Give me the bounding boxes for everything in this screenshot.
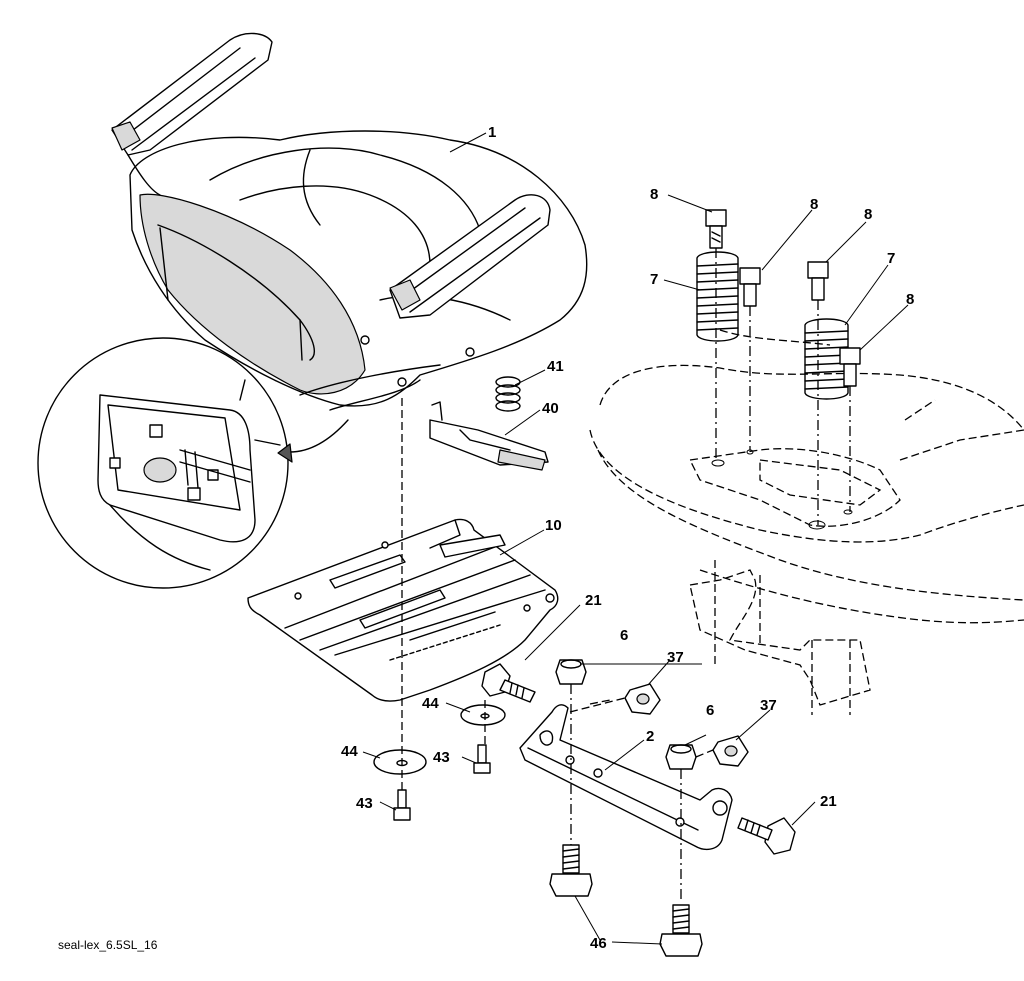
detail-inset [37,337,349,589]
callout-44-b: 44 [341,743,358,760]
callout-43-a: 43 [433,749,450,766]
washer-part-44-b [373,749,427,775]
callout-37-a: 37 [667,649,684,666]
callout-7-a: 7 [650,271,658,288]
callout-6-a: 6 [620,627,628,644]
spring-part-41 [495,376,521,412]
bracket-part-2 [519,704,733,851]
callout-8-b: 8 [810,196,818,213]
callout-41: 41 [547,358,564,375]
callout-21-left: 21 [585,592,602,609]
bolt-part-21-right [737,817,796,855]
spring-part-7-right [804,318,849,400]
nut-part-6-b [665,744,697,770]
callout-21-right: 21 [820,793,837,810]
bolt-part-21-left [481,663,536,703]
screw-part-43-a [473,744,491,774]
callout-2: 2 [646,728,654,745]
bolt-part-8-c [807,261,829,301]
bolt-part-8-d [839,347,861,387]
clip-part-40 [429,401,549,471]
screw-part-43-b [393,789,411,821]
callout-8-a: 8 [650,186,658,203]
callout-8-d: 8 [906,291,914,308]
leader-lines [362,132,909,945]
callout-8-c: 8 [864,206,872,223]
seat-part-1 [111,32,588,411]
callout-44-a: 44 [422,695,439,712]
nut-part-6-a [555,659,587,685]
spring-part-7-left [696,251,739,342]
callout-43-b: 43 [356,795,373,812]
washer-part-44-a [460,704,506,726]
bolt-part-8-a [705,209,727,249]
callout-6-b: 6 [706,702,714,719]
callout-7-b: 7 [887,250,895,267]
drawing-id-label: seal-lex_6.5SL_16 [58,938,158,952]
callout-40: 40 [542,400,559,417]
callout-37-b: 37 [760,697,777,714]
chassis-outline [589,329,1024,715]
bolt-part-46-a [549,844,593,897]
callout-10: 10 [545,517,562,534]
bolt-part-8-b [739,267,761,307]
callout-46: 46 [590,935,607,952]
callout-1: 1 [488,124,496,141]
bolt-part-46-b [659,904,703,957]
nut-part-37-a [624,683,661,715]
seat-pan-part-10 [247,518,559,702]
callout-labels: 1 8 8 8 8 7 7 41 40 10 21 6 37 6 37 2 21… [341,124,914,952]
nut-part-37-b [712,735,749,767]
